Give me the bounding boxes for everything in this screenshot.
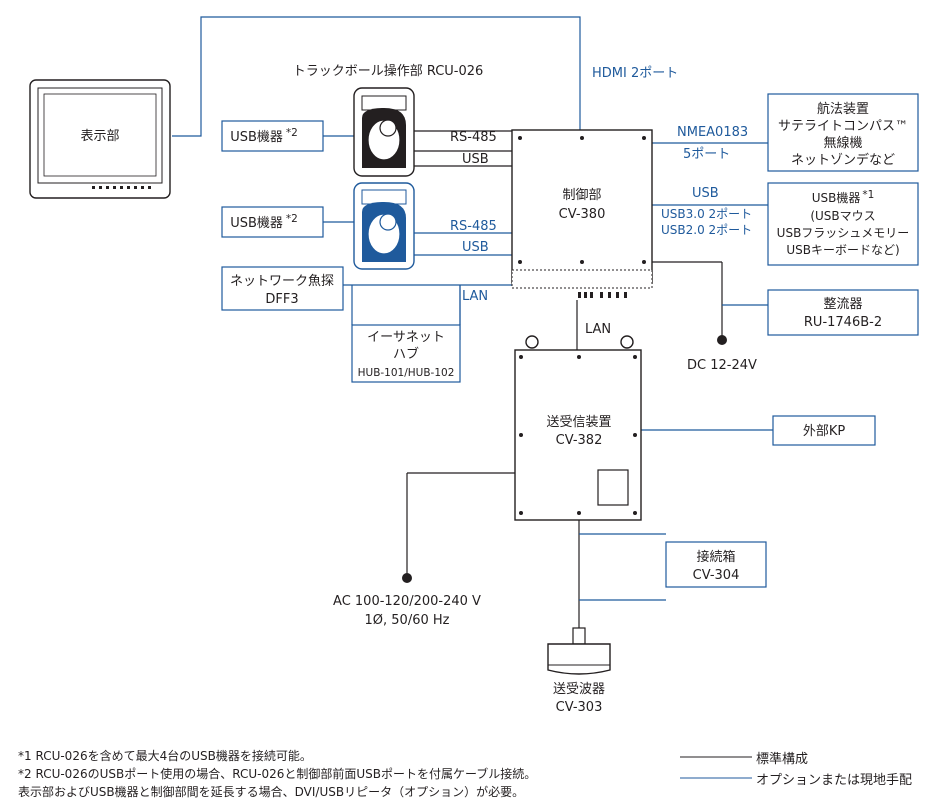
fish-finder-line1: ネットワーク魚探 bbox=[230, 274, 334, 289]
processor-connectors bbox=[578, 292, 627, 298]
optional-connections bbox=[172, 16, 773, 601]
svg-text:USB機器*1: USB機器*1 bbox=[812, 189, 875, 205]
usb-opt-line4: USBキーボードなど) bbox=[786, 243, 899, 257]
usb-device-mid-label: USB機器 bbox=[230, 216, 283, 231]
usb-ports-label: USB bbox=[692, 186, 719, 201]
standard-connections bbox=[406, 130, 723, 628]
dc-power-label: DC 12-24V bbox=[687, 358, 757, 373]
fish-finder-box: ネットワーク魚探 DFF3 bbox=[221, 266, 344, 311]
usb-label-1: USB bbox=[462, 152, 489, 167]
ac-power-line1: AC 100-120/200-240 V bbox=[333, 594, 481, 609]
processor-line2: CV-380 bbox=[559, 207, 606, 222]
processor-line1: 制御部 bbox=[562, 188, 601, 203]
nav-line1: 航法装置 bbox=[817, 101, 869, 117]
junction-line1: 接続箱 bbox=[696, 549, 735, 565]
transceiver-line2: CV-382 bbox=[556, 433, 603, 448]
rs485-label-2: RS-485 bbox=[450, 219, 497, 234]
transducer-line1: 送受波器 bbox=[553, 682, 605, 697]
ethernet-hub-box: イーサネット ハブ HUB-101/HUB-102 bbox=[351, 324, 461, 383]
display-buttons bbox=[92, 186, 151, 189]
footnote-3: 表示部およびUSB機器と制御部間を延長する場合、DVI/USBリピータ（オプショ… bbox=[18, 785, 525, 799]
dc-power-terminal bbox=[717, 335, 727, 345]
rs485-label-1: RS-485 bbox=[450, 130, 497, 145]
usb-device-mid-note: *2 bbox=[286, 213, 298, 225]
hub-line3: HUB-101/HUB-102 bbox=[358, 367, 455, 379]
trackball-unit-2 bbox=[353, 182, 415, 270]
nav-line2: サテライトコンパス™ bbox=[778, 119, 908, 134]
processor-unit: 制御部 CV-380 bbox=[511, 129, 653, 298]
nav-line4: ネットゾンデなど bbox=[791, 152, 895, 168]
usb-device-optional-box: USB機器*1 (USBマウス USBフラッシュメモリー USBキーボードなど) bbox=[767, 182, 919, 266]
display-unit: 表示部 bbox=[29, 79, 171, 199]
nmea-line1: NMEA0183 bbox=[677, 125, 748, 140]
hub-line1: イーサネット bbox=[367, 330, 445, 345]
legend-optional-label: オプションまたは現地手配 bbox=[756, 773, 913, 788]
fish-finder-line2: DFF3 bbox=[265, 292, 298, 307]
usb-ports-line1: USB3.0 2ポート bbox=[661, 207, 752, 221]
usb-ports-line2: USB2.0 2ポート bbox=[661, 223, 752, 237]
external-kp-label: 外部KP bbox=[803, 424, 846, 439]
usb-opt-note: *1 bbox=[862, 189, 874, 201]
rectifier-line1: 整流器 bbox=[823, 297, 862, 312]
usb-device-mid: USB機器*2 bbox=[221, 206, 324, 238]
usb-opt-line1: USB機器 bbox=[812, 190, 861, 205]
usb-opt-line3: USBフラッシュメモリー bbox=[777, 226, 910, 240]
display-unit-label: 表示部 bbox=[80, 129, 119, 144]
footnote-1: *1 RCU-026を含めて最大4台のUSB機器を接続可能。 bbox=[18, 749, 312, 763]
transceiver-line1: 送受信装置 bbox=[546, 415, 611, 430]
rectifier-box: 整流器 RU-1746B-2 bbox=[767, 289, 919, 336]
usb-device-top: USB機器*2 bbox=[221, 120, 324, 152]
hdmi-label: HDMI 2ポート bbox=[592, 66, 678, 81]
trackball-title: トラックボール操作部 RCU-026 bbox=[293, 63, 484, 79]
usb-opt-line2: (USBマウス bbox=[810, 209, 875, 223]
external-kp-box: 外部KP bbox=[772, 415, 876, 446]
rectifier-line2: RU-1746B-2 bbox=[804, 315, 882, 330]
usb-label-2: USB bbox=[462, 240, 489, 255]
lan-label-1: LAN bbox=[462, 289, 488, 304]
junction-line2: CV-304 bbox=[693, 568, 740, 583]
usb-device-top-note: *2 bbox=[286, 127, 298, 139]
hub-line2: ハブ bbox=[393, 346, 419, 362]
transducer-line2: CV-303 bbox=[556, 700, 603, 715]
ac-power-terminal bbox=[402, 573, 412, 583]
footnote-2: *2 RCU-026のUSBポート使用の場合、RCU-026と制御部前面USBポ… bbox=[18, 767, 537, 781]
ac-power-line2: 1Ø, 50/60 Hz bbox=[365, 613, 450, 628]
lan-label-2: LAN bbox=[585, 322, 611, 337]
transducer: 送受波器 CV-303 bbox=[547, 627, 611, 715]
nmea-line2: 5ポート bbox=[683, 147, 730, 162]
trackball-unit-1 bbox=[353, 87, 415, 177]
nav-line3: 無線機 bbox=[823, 135, 862, 151]
legend-standard-label: 標準構成 bbox=[756, 752, 809, 767]
svg-text:USB機器*2: USB機器*2 bbox=[230, 127, 298, 145]
svg-text:USB機器*2: USB機器*2 bbox=[230, 213, 298, 231]
usb-device-top-label: USB機器 bbox=[230, 130, 283, 145]
transceiver-unit: 送受信装置 CV-382 bbox=[514, 335, 642, 521]
junction-box: 接続箱 CV-304 bbox=[665, 541, 767, 588]
nav-equipment-box: 航法装置 サテライトコンパス™ 無線機 ネットゾンデなど bbox=[767, 93, 919, 172]
